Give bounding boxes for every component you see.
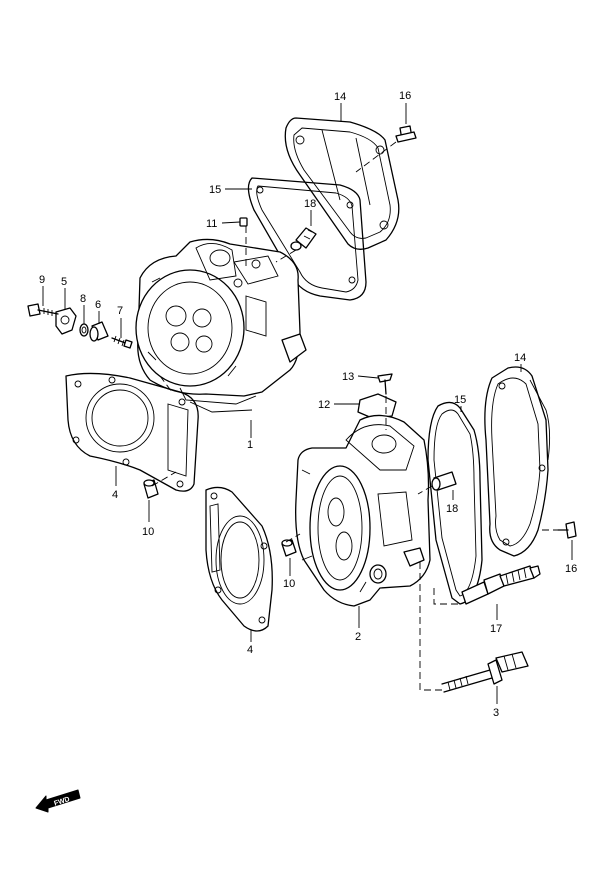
screw-7[interactable] (111, 335, 133, 349)
collar-6[interactable] (89, 321, 109, 342)
screw-13[interactable] (377, 373, 393, 395)
callout-1: 1 (247, 439, 253, 451)
callout-15-upper: 15 (209, 184, 221, 196)
bolt-3[interactable] (441, 651, 529, 693)
bolt-16-upper[interactable] (395, 125, 417, 143)
cover-gasket-upper[interactable] (247, 177, 367, 301)
callout-labels: 14 16 15 18 11 9 5 8 6 7 1 4 10 13 12 14… (39, 90, 577, 719)
callout-2: 2 (355, 631, 361, 643)
callout-10-upper: 10 (142, 526, 154, 538)
callout-7: 7 (117, 305, 123, 317)
callout-16-upper: 16 (399, 90, 411, 102)
callout-4-lower: 4 (247, 644, 253, 656)
washer-8[interactable] (79, 323, 89, 337)
cylinder-head-cover-upper[interactable] (284, 117, 400, 250)
sleeve-upper[interactable] (290, 227, 317, 251)
cover-gasket-lower[interactable] (427, 401, 483, 605)
callout-17: 17 (490, 623, 502, 635)
callout-18-upper: 18 (304, 198, 316, 210)
callout-14-lower: 14 (514, 352, 526, 364)
cylinder-head-cover-lower[interactable] (484, 366, 551, 557)
callout-6: 6 (95, 299, 101, 311)
leader-lines (42, 103, 573, 704)
bolt-9[interactable] (27, 303, 59, 317)
sleeve-lower[interactable] (431, 471, 457, 491)
callout-18-lower: 18 (446, 503, 458, 515)
cylinder-head-2[interactable] (295, 414, 431, 607)
callout-4-upper: 4 (112, 489, 118, 501)
plug-11[interactable] (239, 217, 248, 227)
callout-11: 11 (206, 218, 217, 230)
callout-3: 3 (493, 707, 499, 719)
callout-13: 13 (342, 371, 354, 383)
dowel-10-upper[interactable] (143, 479, 159, 499)
head-gasket-lower[interactable] (205, 486, 273, 632)
spark-plug-17[interactable] (461, 565, 541, 605)
callout-10-lower: 10 (283, 578, 295, 590)
fwd-label: FWD (53, 796, 70, 808)
bracket-5[interactable] (55, 307, 77, 335)
plate-12[interactable] (357, 393, 397, 419)
callout-9: 9 (39, 274, 45, 286)
callout-16-lower: 16 (565, 563, 577, 575)
callout-8: 8 (80, 293, 86, 305)
dowel-10-lower[interactable] (281, 539, 297, 557)
callout-12: 12 (318, 399, 330, 411)
cylinder-head-1[interactable] (135, 238, 307, 413)
fwd-arrow-icon: FWD (35, 789, 81, 813)
callout-5: 5 (61, 276, 67, 288)
callout-15-lower: 15 (454, 394, 466, 406)
callout-14-upper: 14 (334, 91, 346, 103)
bolt-16-lower[interactable] (557, 521, 577, 539)
head-gasket-upper[interactable] (65, 372, 199, 492)
